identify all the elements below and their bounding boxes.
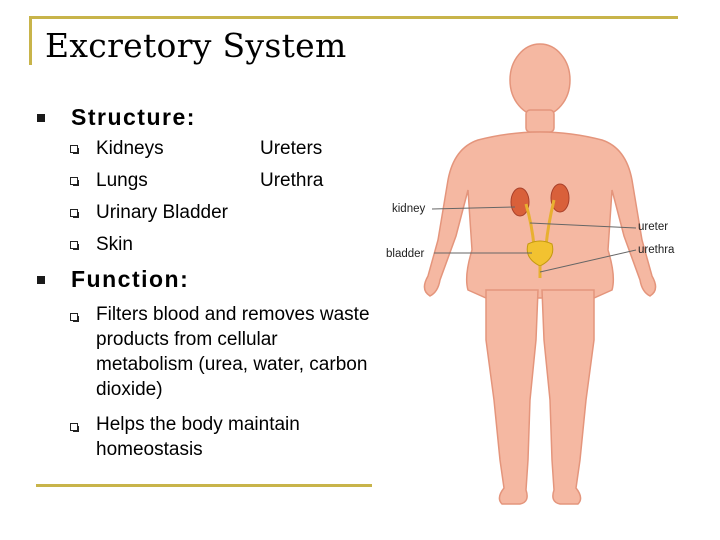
checkbox-bullet-icon — [70, 313, 79, 322]
left-kidney-shape — [510, 187, 530, 217]
structure-item: Urinary Bladder — [70, 202, 228, 224]
structure-item-label: Skin — [96, 234, 133, 255]
structure-item-right: Ureters — [260, 138, 323, 159]
function-heading: Function: — [71, 266, 190, 292]
right-kidney-shape — [550, 183, 570, 213]
bladder-label: bladder — [386, 248, 425, 260]
square-bullet-icon — [37, 113, 45, 122]
structure-item: Lungs — [70, 170, 148, 192]
structure-item: Skin — [70, 234, 133, 256]
function-item: Filters blood and removes waste products… — [96, 304, 370, 400]
checkbox-bullet-icon — [70, 209, 79, 218]
function-item: Helps the body maintain homeostasis — [96, 414, 300, 460]
urethra-label: urethra — [638, 244, 675, 256]
structure-item: Kidneys — [70, 138, 164, 160]
structure-item-label: Lungs — [96, 170, 148, 191]
checkbox-bullet-icon — [70, 177, 79, 186]
ureter-label: ureter — [638, 221, 668, 233]
kidney-label: kidney — [392, 203, 425, 215]
human-body-silhouette — [423, 43, 657, 505]
square-bullet-icon — [37, 275, 45, 284]
structure-item-label: Urinary Bladder — [96, 202, 228, 223]
frame-top-line — [29, 16, 678, 19]
frame-bottom-line — [36, 484, 372, 487]
checkbox-bullet-icon — [70, 241, 79, 250]
excretory-system-figure: kidney ureter bladder urethra — [386, 43, 675, 505]
structure-item-right: Urethra — [260, 170, 324, 191]
checkbox-bullet-icon — [70, 423, 79, 432]
structure-item-label: Kidneys — [96, 138, 164, 159]
frame-left-line — [29, 16, 32, 65]
leader-lines — [431, 206, 637, 273]
function-heading-row: Function: — [37, 266, 189, 293]
checkbox-bullet-icon — [70, 145, 79, 154]
slide-title: Excretory System — [45, 26, 347, 65]
structure-heading-row: Structure: — [37, 104, 196, 131]
structure-heading: Structure: — [71, 104, 196, 130]
bladder-shape — [526, 240, 554, 267]
